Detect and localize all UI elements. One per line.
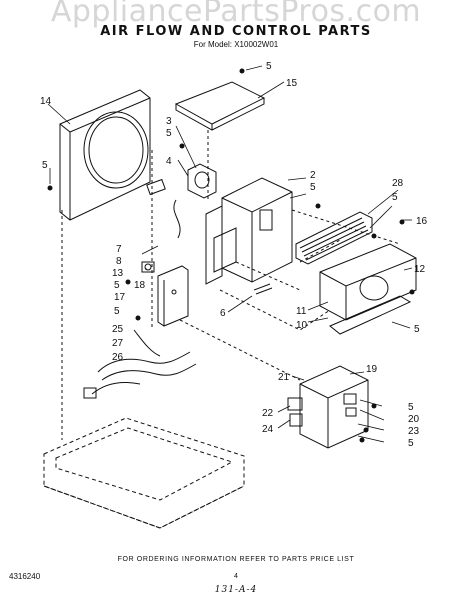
callout-label: 28	[392, 178, 404, 189]
callout-label: 26	[112, 352, 124, 363]
ordering-note: FOR ORDERING INFORMATION REFER TO PARTS …	[117, 556, 355, 563]
callout-label: 27	[112, 338, 124, 349]
callout-label: 14	[40, 96, 52, 107]
callout-label: 13	[112, 268, 124, 279]
callout-label: 18	[134, 280, 146, 291]
callout-label: 7	[116, 244, 122, 255]
callout-labels: 5 15 14 3 5 4 2 5 28 5 16 5 7 8 13 5 18 …	[40, 61, 428, 449]
part-15-top-plate	[174, 81, 266, 131]
callout-label: 5	[42, 160, 48, 171]
model-number: For Model: X10002W01	[193, 40, 279, 49]
part-6-clip	[253, 283, 273, 295]
callout-label: 5	[114, 306, 120, 317]
callout-label: 3	[166, 116, 172, 127]
callout-label: 25	[112, 324, 124, 335]
callout-label: 11	[296, 306, 307, 317]
callout-label: 5	[392, 192, 398, 203]
callout-label: 21	[278, 372, 290, 383]
callout-label: 5	[408, 438, 414, 449]
callout-label: 22	[262, 408, 274, 419]
callout-label: 20	[408, 414, 420, 425]
callout-label: 8	[116, 256, 122, 267]
callout-label: 15	[286, 78, 298, 89]
callout-label: 6	[220, 308, 226, 319]
part-14-shroud	[59, 89, 151, 221]
part-3-capacitor	[187, 163, 217, 199]
part-17-bracket	[157, 265, 189, 327]
handwritten-code: 131-A-4	[214, 585, 258, 595]
page-number: 4	[234, 573, 238, 580]
callout-label: 24	[262, 424, 274, 435]
part-12-blower-housing	[319, 243, 417, 335]
callout-label: 4	[166, 156, 172, 167]
callout-label: 2	[310, 170, 316, 181]
part-28-vent-grille	[295, 211, 373, 265]
callout-label: 5	[266, 61, 272, 72]
callout-label: 5	[114, 280, 120, 291]
part-2-control-bracket	[205, 177, 293, 285]
callout-label: 5	[166, 128, 172, 139]
diagram-title: AIR FLOW AND CONTROL PARTS	[100, 24, 372, 39]
callout-label: 10	[296, 320, 308, 331]
callout-label: 12	[414, 264, 426, 275]
callout-label: 5	[310, 182, 316, 193]
watermark: AppliancePartsPros.com	[50, 0, 422, 29]
callout-label: 16	[416, 216, 428, 227]
callout-label: 19	[366, 364, 378, 375]
part-13-switch	[141, 261, 155, 273]
document-number: 4316240	[9, 572, 41, 581]
callout-label: 23	[408, 426, 420, 437]
part-26-wire-harness	[83, 329, 197, 399]
assembly-guide-lines	[61, 130, 401, 440]
screw-glyphs	[47, 68, 415, 443]
part-7-thermostat	[146, 178, 181, 239]
callout-label: 5	[408, 402, 414, 413]
callout-label: 5	[414, 324, 420, 335]
callout-label: 17	[114, 292, 126, 303]
callout-leaders	[47, 65, 413, 443]
base-pan-outline	[43, 417, 245, 529]
